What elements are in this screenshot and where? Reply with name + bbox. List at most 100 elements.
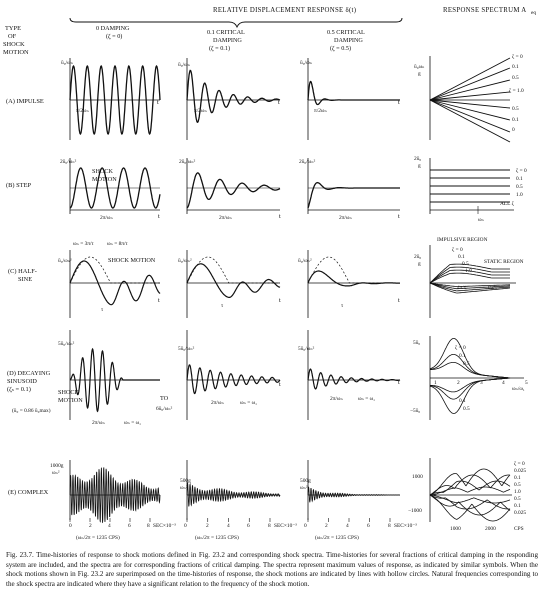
spectrum-halfsine-label-0: ζ = 0 <box>452 246 463 253</box>
complex-xend-col0: SEC×10⁻³ <box>153 523 176 529</box>
spectrum-impulse-label-1: 0.1 <box>512 64 519 70</box>
complex-tick-col1-0: 0 <box>184 523 187 529</box>
complex-tick-col0-4: 8 <box>147 523 150 529</box>
complex-tick-col1-1: 2 <box>206 523 209 529</box>
plot-layer <box>69 56 524 524</box>
step-xend-col0: t <box>158 213 160 220</box>
complex-ydenominator-a: ωₙ² <box>52 470 60 476</box>
spectrum-impulse-line-0 <box>429 57 511 101</box>
spectrum-decaying-tick-4: 5 <box>525 380 528 386</box>
spectrum-decaying-lower-2 <box>430 377 511 393</box>
spectrum-complex-label-5: 0.5 <box>514 496 521 502</box>
decaying-xend-col2: t <box>398 379 400 386</box>
spectrum-halfsine-upper-2 <box>429 269 510 284</box>
spectrum-complex-lower-3 <box>429 494 511 504</box>
decaying-freq-col1: ωₙ = ω₁ <box>240 400 257 406</box>
impulse-trace-col2 <box>307 80 400 106</box>
spectrum-halfsine-upper-3 <box>429 272 510 284</box>
decaying-trace-col1 <box>186 364 281 395</box>
halfsine-ylabel-col1: ũ₀/ωₙ² <box>178 258 192 264</box>
spectrum-halfsine-lower-1 <box>429 282 510 292</box>
complex-freq-col2: (ωₙ/2π = 1235 CPS) <box>315 534 359 541</box>
row-complex-label: (E) COMPLEX <box>8 489 49 496</box>
halfsine-freq-b: ωₙ = 8π/τ <box>107 241 129 247</box>
halfsine-ylabel-col2: ũ₀/ωₙ² <box>298 258 312 264</box>
row-step-label: (B) STEP <box>6 182 31 189</box>
decaying-trace-col2 <box>307 368 401 390</box>
spectrum-impulse-line-1 <box>429 67 511 101</box>
spectrum-complex-lower-0 <box>429 494 511 522</box>
spectrum-complex-ytick-1: −1000 <box>408 508 422 514</box>
spectrum-halfsine-region-a: IMPULSIVE REGION <box>437 237 488 243</box>
complex-xend-col1: SEC×10⁻³ <box>274 523 297 529</box>
spectrum-complex-xtick-1: 2000 <box>485 526 496 532</box>
column-0-label-2: (ζ = 0) <box>106 33 122 40</box>
decaying-freq-col2: ωₙ = ω₁ <box>358 396 375 402</box>
decaying-xend-col1: t <box>279 381 281 388</box>
decaying-xlabel-col0: 2π/ωₙ <box>92 420 105 426</box>
spectrum-impulse-line-7 <box>429 99 511 143</box>
complex-tick-col2-0: 0 <box>304 523 307 529</box>
spectrum-complex-upper-3 <box>429 486 511 496</box>
spectrum-complex-xunit: CPS <box>514 526 524 532</box>
spectrum-step-label-4: ALL ζ <box>500 200 515 207</box>
row-impulse-label: (A) IMPULSE <box>6 98 44 105</box>
spectrum-impulse-line-6 <box>429 99 511 133</box>
type-label-4: MOTION <box>3 49 29 56</box>
step-ylabel-col0: 2ũ₀/ωₙ² <box>60 159 77 165</box>
spectrum-halfsine-yden: g <box>418 261 421 267</box>
impulse-trace-col0 <box>69 64 161 135</box>
spectrum-halfsine-label-3: 1.0 <box>465 268 472 274</box>
complex-ylabel-b1: 500g <box>180 478 191 484</box>
step-trace-col1 <box>186 172 281 209</box>
spectrum-decaying-tick-2: 3 <box>480 380 483 386</box>
halfsine-motion-col1 <box>186 256 280 284</box>
spectrum-decaying-tick-0: 1 <box>434 380 437 386</box>
impulse-xend-col2: t <box>398 99 400 106</box>
spectrum-impulse-line-2 <box>429 79 511 101</box>
halfsine-ylabel-col0: ũ₀/ωₙ² <box>58 258 72 264</box>
spectrum-halfsine-lower-2 <box>429 282 510 290</box>
spectrum-halfsine-xtick-0: 4π/τ <box>457 285 467 291</box>
complex-tick-col0-0: 0 <box>69 523 72 529</box>
spectrum-halfsine-lower-3 <box>429 282 510 287</box>
column-0-label-1: 0 DAMPING <box>96 25 130 32</box>
row-decaying-label-2: SINUSOID <box>7 378 37 385</box>
spectrum-halfsine-xtick-1: 8π/τ <box>488 285 498 291</box>
step-xend-col2: t <box>398 213 400 220</box>
step-note-1: SHOCK <box>92 168 114 175</box>
spectrum-step-yden: g <box>418 163 421 169</box>
halfsine-xlabel-col0: τ <box>101 307 104 313</box>
figure-caption: Fig. 23.7. Time-histories of response to… <box>6 551 538 588</box>
complex-ydenominator-b2: ωₙ² <box>300 485 308 491</box>
complex-ylabel-b2: 500g <box>300 478 311 484</box>
row-decaying-label-3: (ζₛ = 0.1) <box>7 386 31 393</box>
spectrum-impulse-line-5 <box>429 99 511 121</box>
spectrum-complex-xtick-0: 1000 <box>450 526 461 532</box>
impulse-ylabel-col0: ũ₀/ωₙ <box>61 60 74 66</box>
decaying-ylabel-col0: 5ũ₀/ωₙ² <box>58 341 75 347</box>
spectrum-halfsine-lower-0 <box>429 282 511 294</box>
complex-trace-col2 <box>307 486 401 503</box>
decaying-ylabel-col1: 5ũ₀/ωₙ² <box>178 346 195 352</box>
spectrum-complex-label-2: 0.1 <box>514 475 521 481</box>
step-ylabel-col2: 2ũ₀/ωₙ² <box>299 159 316 165</box>
spectrum-complex-ytick-0: 1000 <box>412 474 423 480</box>
spectrum-step-ylabel: 2ũ₀ <box>414 156 421 162</box>
spectrum-step-label-2: 0.5 <box>516 184 523 190</box>
impulse-xlabel-col0: π/2ωₙ <box>76 108 89 114</box>
complex-tick-col1-4: 8 <box>268 523 271 529</box>
column-2-label-2: DAMPING <box>334 37 363 44</box>
spectrum-impulse-label-0: ζ = 0 <box>512 53 523 60</box>
impulse-xend-col1: t <box>278 99 280 106</box>
complex-ylabel-a: 1000g <box>50 463 64 469</box>
spectrum-complex-label-1: 0.025 <box>514 468 526 474</box>
spectrum-halfsine-upper-1 <box>429 266 510 284</box>
impulse-xlabel-col2: π/2ωₙ <box>314 108 327 114</box>
complex-tick-col2-4: 8 <box>388 523 391 529</box>
spectrum-step-xlabel: ωₙ <box>478 217 485 223</box>
decaying-xlabel-col1: 2π/ωₙ <box>211 400 224 406</box>
spectrum-step-label-3: 1.0 <box>516 192 523 198</box>
spectrum-decaying-label-3: 0.1 <box>459 398 466 404</box>
spectrum-complex-upper-0 <box>429 468 511 496</box>
